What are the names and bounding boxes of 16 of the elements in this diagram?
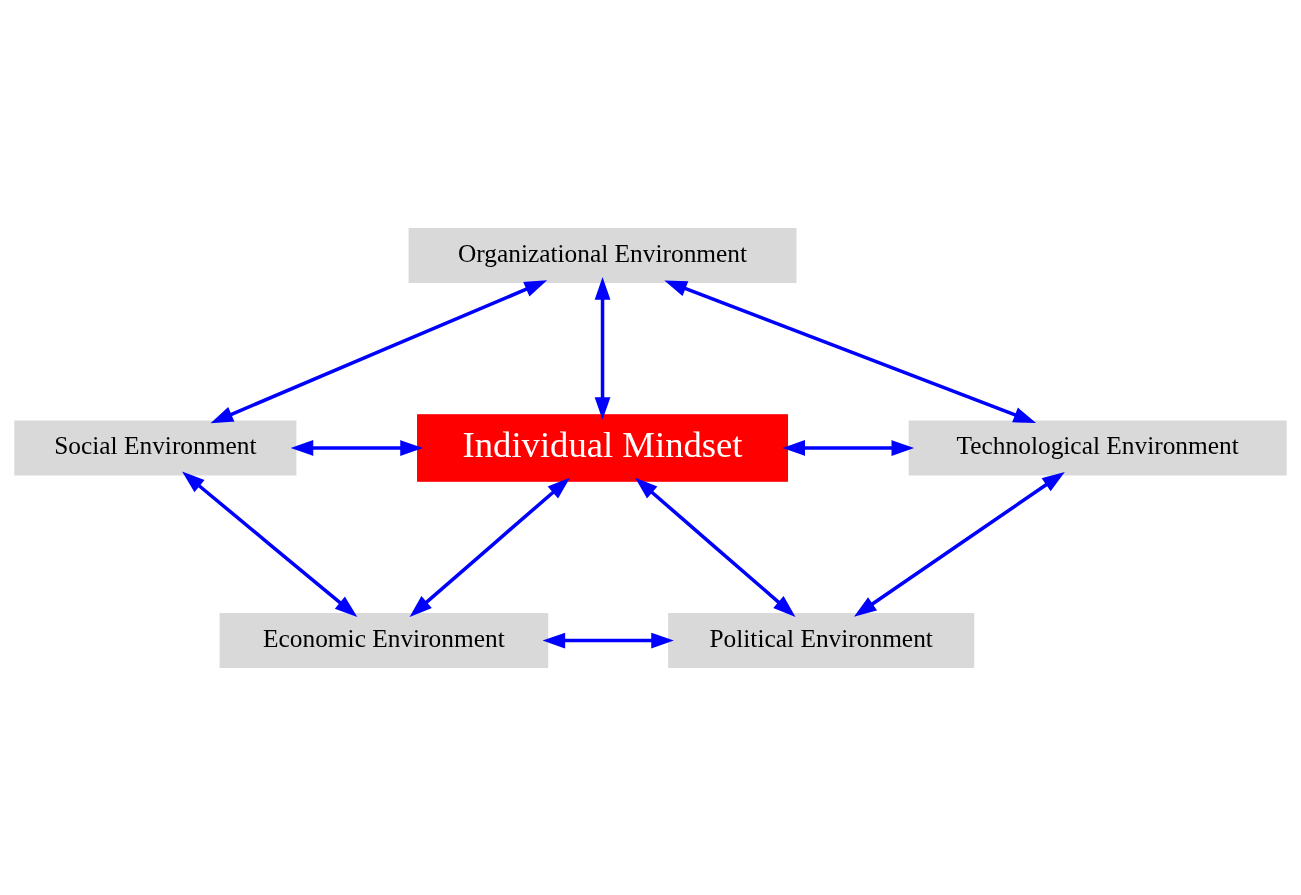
node-box: Individual Mindset bbox=[417, 413, 789, 482]
arrow bbox=[542, 632, 674, 648]
node-box: Political Environment bbox=[668, 612, 975, 668]
arrow bbox=[664, 280, 1037, 423]
node-box: Technological Environment bbox=[908, 420, 1287, 475]
node-box: Social Environment bbox=[14, 420, 297, 475]
arrow bbox=[635, 477, 796, 617]
arrow bbox=[853, 471, 1065, 617]
arrow bbox=[290, 439, 423, 456]
node-box: Organizational Environment bbox=[408, 227, 797, 283]
arrow bbox=[594, 276, 611, 420]
arrow bbox=[409, 477, 570, 617]
arrow bbox=[182, 471, 358, 617]
arrow bbox=[210, 279, 548, 423]
node-box: Economic Environment bbox=[219, 612, 549, 668]
arrow bbox=[782, 439, 915, 456]
